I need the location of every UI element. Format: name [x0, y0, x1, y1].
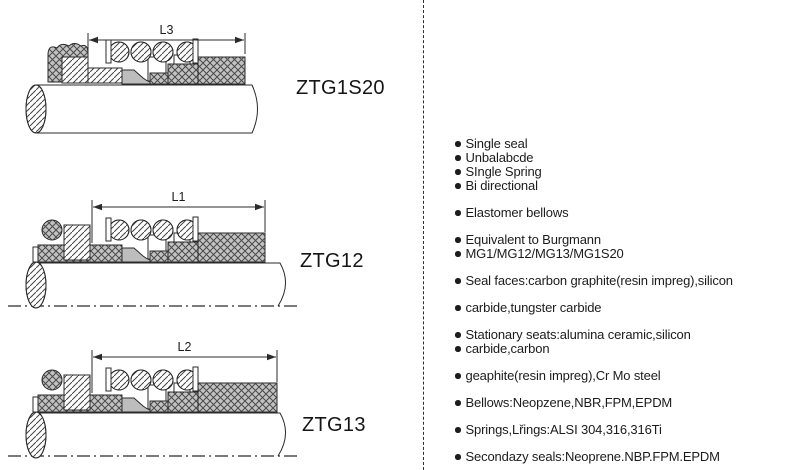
- bullet-icon: [455, 155, 461, 161]
- bullet-icon: [455, 237, 461, 243]
- spec-item: carbide,carbon: [455, 342, 795, 356]
- spec-item-label: Equivalent to Burgmann: [465, 232, 602, 247]
- spec-item: Single seal: [455, 137, 795, 151]
- spec-item: Equivalent to Burgmann: [455, 233, 795, 247]
- spec-item: Unbalabcde: [455, 151, 795, 165]
- dimension-label-l3: L3: [160, 23, 174, 37]
- model-label-ztg12: ZTG12: [300, 250, 364, 272]
- bullet-icon: [455, 427, 461, 433]
- spec-item: Secondazy seals:Neoprene.NBP.FPM.EPDM: [455, 450, 795, 464]
- bullet-icon: [455, 141, 461, 147]
- spec-item: SIngle Spring: [455, 165, 795, 179]
- bullet-icon: [455, 251, 461, 257]
- spec-group: Bellows:Neopzene,NBR,FPM,EPDM: [455, 396, 795, 410]
- spec-group: carbide,tungster carbide: [455, 301, 795, 315]
- seal-cross-section-ztg1s20: L3: [25, 23, 258, 134]
- spec-item-label: Seal faces:carbon graphite(resin impreg)…: [465, 273, 734, 288]
- dimension-label-l1: L1: [172, 190, 186, 204]
- dimension-label-l2: L2: [178, 340, 192, 354]
- bullet-icon: [455, 400, 461, 406]
- spec-item-label: MG1/MG12/MG13/MG1S20: [465, 246, 624, 261]
- bullet-icon: [455, 278, 461, 284]
- spec-item-label: Elastomer bellows: [465, 205, 569, 220]
- spec-item-label: carbide,carbon: [465, 341, 550, 356]
- bullet-icon: [455, 454, 461, 460]
- bullet-icon: [455, 210, 461, 216]
- panel-separator: [423, 0, 424, 470]
- spec-item-label: Stationary seats:alumina ceramic,silicon: [465, 327, 691, 342]
- spec-group: geaphite(resin impreg),Cr Mo steel: [455, 369, 795, 383]
- bullet-icon: [455, 305, 461, 311]
- bullet-icon: [455, 332, 461, 338]
- spec-item-label: Springs,Lřings:ALSI 304,316,316Ti: [465, 422, 662, 437]
- spec-item: Stationary seats:alumina ceramic,silicon: [455, 328, 795, 342]
- spec-item: Bi directional: [455, 179, 795, 193]
- seal-drawing-art: [25, 33, 258, 134]
- bullet-icon: [455, 183, 461, 189]
- spec-group: Secondazy seals:Neoprene.NBP.FPM.EPDM: [455, 450, 795, 464]
- spec-group: Elastomer bellows: [455, 206, 795, 220]
- seal-drawing-art: [8, 200, 300, 309]
- spec-group: Springs,Lřings:ALSI 304,316,316Ti: [455, 423, 795, 437]
- spec-item: geaphite(resin impreg),Cr Mo steel: [455, 369, 795, 383]
- seal-cross-section-ztg12: L1: [8, 190, 300, 309]
- spec-item: MG1/MG12/MG13/MG1S20: [455, 247, 795, 261]
- bullet-icon: [455, 346, 461, 352]
- model-label-ztg1s20: ZTG1S20: [296, 77, 385, 99]
- spec-item-label: SIngle Spring: [465, 164, 542, 179]
- spec-item-label: Single seal: [465, 136, 528, 151]
- spec-item-label: carbide,tungster carbide: [465, 300, 602, 315]
- seal-cross-section-ztg13: L2: [8, 340, 300, 459]
- spec-group: Stationary seats:alumina ceramic,silicon…: [455, 328, 795, 356]
- bullet-icon: [455, 169, 461, 175]
- seal-drawing-art: [8, 350, 300, 459]
- bullet-icon: [455, 373, 461, 379]
- spec-item-label: Bi directional: [465, 178, 538, 193]
- spec-item: Springs,Lřings:ALSI 304,316,316Ti: [455, 423, 795, 437]
- spec-item: Bellows:Neopzene,NBR,FPM,EPDM: [455, 396, 795, 410]
- spec-item: Elastomer bellows: [455, 206, 795, 220]
- spec-item-label: Bellows:Neopzene,NBR,FPM,EPDM: [465, 395, 673, 410]
- spec-item-label: geaphite(resin impreg),Cr Mo steel: [465, 368, 661, 383]
- spec-item: Seal faces:carbon graphite(resin impreg)…: [455, 274, 795, 288]
- spec-item-label: Secondazy seals:Neoprene.NBP.FPM.EPDM: [465, 449, 720, 464]
- model-label-ztg13: ZTG13: [302, 414, 366, 436]
- spec-item: carbide,tungster carbide: [455, 301, 795, 315]
- spec-group: Seal faces:carbon graphite(resin impreg)…: [455, 274, 795, 288]
- spec-item-label: Unbalabcde: [465, 150, 534, 165]
